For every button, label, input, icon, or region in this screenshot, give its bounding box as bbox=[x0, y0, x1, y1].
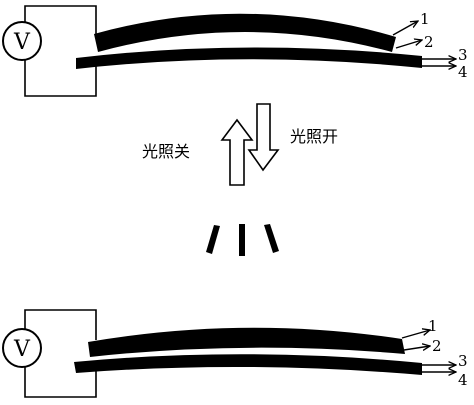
top-callout-1-arrow bbox=[392, 21, 418, 36]
bottom-callout-2: 2 bbox=[432, 337, 442, 355]
bottom-callout-2-arrow bbox=[403, 346, 430, 350]
bottom-callout-1-arrow bbox=[401, 330, 430, 339]
top-voltmeter: V bbox=[2, 21, 42, 61]
top-panel: V 1 2 3 4 bbox=[2, 5, 468, 97]
light-on-label: 光照开 bbox=[290, 127, 338, 146]
light-on-down-arrow bbox=[247, 103, 280, 172]
top-callout-2: 2 bbox=[424, 33, 434, 51]
bottom-upper-strip bbox=[88, 327, 405, 357]
light-rays-icon bbox=[206, 224, 279, 256]
bottom-panel: V 1 2 3 4 bbox=[2, 309, 468, 398]
bottom-voltmeter: V bbox=[2, 328, 42, 368]
top-lower-strip bbox=[76, 47, 422, 69]
top-callout-1: 1 bbox=[420, 10, 430, 28]
top-callout-4: 4 bbox=[458, 63, 468, 81]
bottom-voltmeter-label: V bbox=[13, 337, 31, 362]
top-callout-3: 3 bbox=[458, 46, 468, 64]
bottom-callout-4: 4 bbox=[458, 371, 468, 389]
light-off-label: 光照关 bbox=[142, 142, 190, 161]
top-voltmeter-label: V bbox=[13, 30, 31, 55]
top-callout-2-arrow bbox=[395, 40, 422, 49]
bottom-callout-1: 1 bbox=[428, 317, 438, 335]
light-toggle-arrows: 光照关 光照开 bbox=[142, 103, 338, 186]
light-off-up-arrow bbox=[220, 118, 254, 186]
bottom-callout-3: 3 bbox=[458, 352, 468, 370]
top-upper-strip bbox=[94, 13, 396, 53]
bottom-strip-seam bbox=[99, 351, 401, 358]
bottom-lower-strip bbox=[74, 354, 422, 375]
